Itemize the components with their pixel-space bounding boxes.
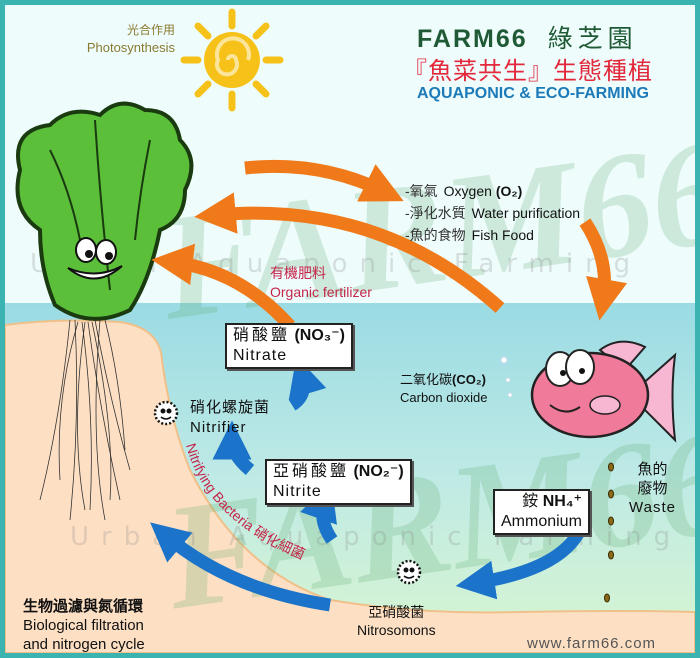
sun-icon [180, 8, 284, 112]
photosynthesis-en: Photosynthesis [86, 40, 175, 55]
orange-arrows [151, 159, 628, 331]
subtitle-en: AQUAPONIC & ECO-FARMING [417, 85, 649, 102]
brand-name: FARM66 [417, 25, 528, 53]
website-url: www.farm66.com [527, 635, 657, 652]
brand-name-zh: 綠芝園 [547, 25, 638, 53]
cycle-title: 生物過濾與氮循環 Biological filtration and nitro… [23, 598, 145, 653]
lettuce-character [15, 101, 194, 521]
carbon-dioxide-label: 二氧化碳(CO₂) Carbon dioxide [400, 372, 488, 405]
nitrifier-bacteria-icon [153, 400, 179, 426]
subtitle-zh: 『魚菜共生』生態種植 [403, 58, 653, 85]
arrow-to-nitrate [288, 356, 327, 411]
soil-area [5, 319, 695, 653]
arrow-oxygen [244, 159, 404, 202]
arrow-bottom-curve [150, 522, 331, 612]
nitrite-box: 亞硝酸鹽 (NO₂⁻) Nitrite [265, 459, 412, 505]
nitrosomonas-label: 亞硝酸菌 Nitrosomons [357, 604, 436, 638]
waste-pellets [604, 462, 614, 603]
arrow-ammonium-to-nitrosomonas [455, 526, 586, 600]
arrow-to-fish [579, 218, 628, 321]
nitrosomonas-bacteria-icon [396, 559, 422, 585]
photosynthesis-label: 光合作用 Photosynthesis [5, 21, 175, 57]
photosynthesis-zh: 光合作用 [126, 23, 175, 37]
arrow-to-nitrifier [212, 420, 255, 475]
brand-title: FARM66 綠芝園 [417, 19, 638, 55]
svg-text:Urban Aquaponic Farming: Urban Aquaponic Farming [70, 522, 682, 552]
fish-waste-label: 魚的 廢物 Waste [629, 461, 676, 516]
nitrate-box: 硝酸鹽 (NO₃⁻) Nitrate [225, 323, 353, 369]
organic-fertilizer-label: 有機肥料 Organic fertilizer [270, 265, 372, 300]
arrow-fertilizer-lower [151, 243, 295, 331]
ammonium-box: 銨 NH₄⁺ Ammonium [493, 489, 590, 535]
bubbles [500, 356, 513, 398]
nitrifier-label: 硝化螺旋菌 Nitrifier [190, 399, 271, 436]
fish-character [530, 340, 677, 443]
arrow-fertilizer-upper [194, 192, 505, 313]
